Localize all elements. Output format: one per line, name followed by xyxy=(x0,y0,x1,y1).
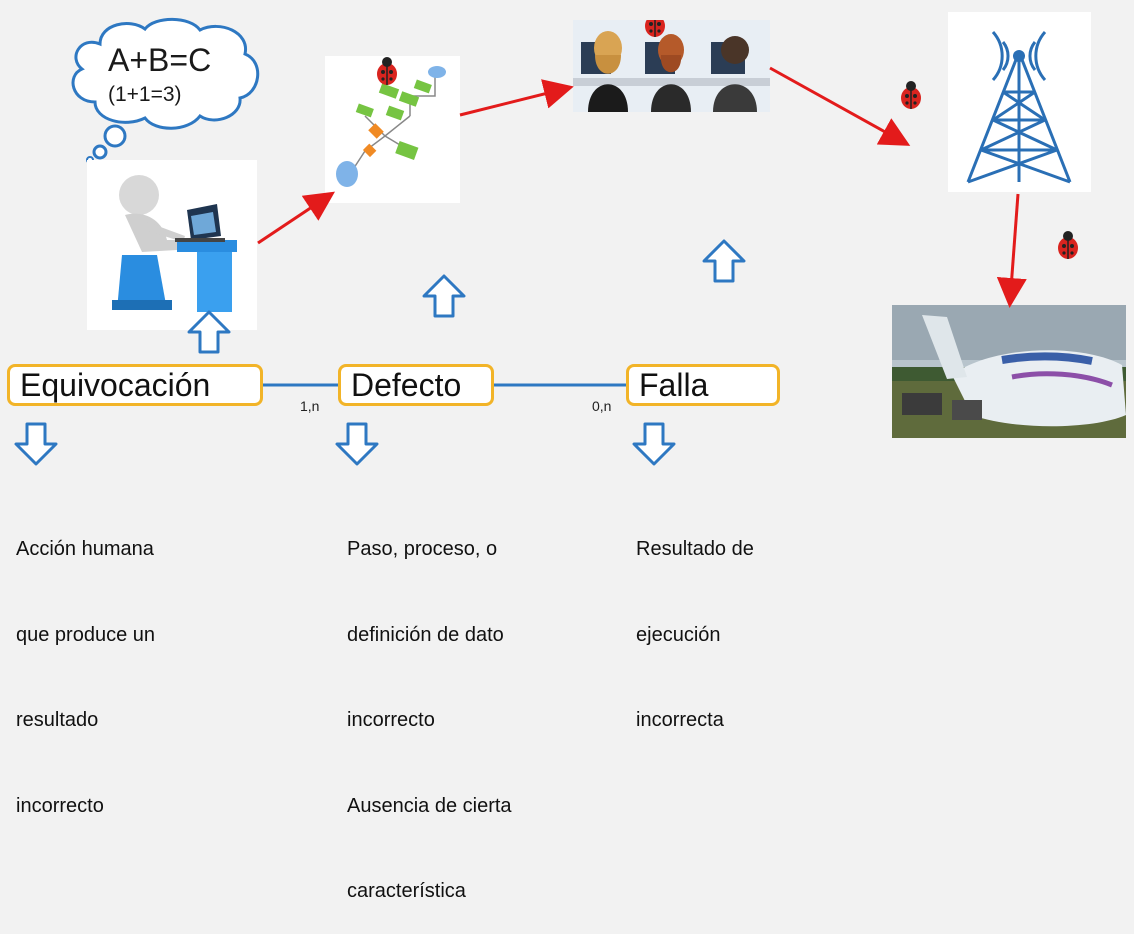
term-defecto: Defecto xyxy=(338,364,494,406)
multiplicity-label: 0,n xyxy=(592,398,612,414)
description-line: que produce un xyxy=(16,623,156,646)
person-laptop-image xyxy=(87,160,257,330)
description-line: Paso, proceso, o xyxy=(347,538,498,560)
description-line: resultado xyxy=(16,709,99,731)
description-line: ejecución xyxy=(636,623,721,646)
flow-arrow xyxy=(459,79,574,117)
description-line: Acción humana xyxy=(16,538,154,560)
term-equivocacion: Equivocación xyxy=(7,364,263,406)
down-arrow-icon xyxy=(335,422,379,466)
description-falla: Resultado de ejecución incorrecta xyxy=(636,478,754,763)
description-equivocacion: Acción humana que produce un resultado i… xyxy=(16,478,155,849)
flowchart-image xyxy=(325,56,460,203)
bug-icon xyxy=(645,20,665,37)
up-arrow-icon xyxy=(187,310,231,354)
formula-example-text: (1+1=3) xyxy=(108,83,182,106)
description-line: definición de dato xyxy=(347,623,504,646)
flow-arrow xyxy=(769,66,911,146)
description-line: incorrecta xyxy=(636,709,724,731)
crashed-airplane-icon xyxy=(892,305,1126,438)
description-defecto: Paso, proceso, o definición de dato inco… xyxy=(347,478,512,934)
description-line: característica xyxy=(347,880,466,902)
up-arrow-icon xyxy=(422,274,466,318)
multiplicity-label: 1,n xyxy=(300,398,320,414)
description-line: incorrecto xyxy=(347,709,435,731)
down-arrow-icon xyxy=(632,422,676,466)
team-image xyxy=(573,20,770,112)
crash-image xyxy=(892,305,1126,438)
bug-icon xyxy=(377,57,397,85)
description-line: incorrecto xyxy=(16,794,104,817)
description-line: Ausencia de cierta xyxy=(347,794,512,817)
up-arrow-icon xyxy=(702,239,746,283)
thought-bubble: A+B=C (1+1=3) xyxy=(60,14,270,164)
description-line: Resultado de xyxy=(636,538,754,560)
flowchart-with-bug-icon xyxy=(336,57,446,187)
flow-arrow xyxy=(996,193,1027,308)
bug-icon xyxy=(901,81,921,109)
radio-tower-icon xyxy=(966,31,1072,184)
person-at-laptop-icon xyxy=(112,175,237,312)
antenna-image xyxy=(948,12,1091,192)
formula-text: A+B=C xyxy=(108,42,212,78)
bug-icon xyxy=(1058,231,1078,259)
people-at-computers-icon xyxy=(573,20,770,112)
term-falla: Falla xyxy=(626,364,780,406)
flow-arrow xyxy=(257,191,335,245)
down-arrow-icon xyxy=(14,422,58,466)
flow-arrows xyxy=(257,66,1027,387)
